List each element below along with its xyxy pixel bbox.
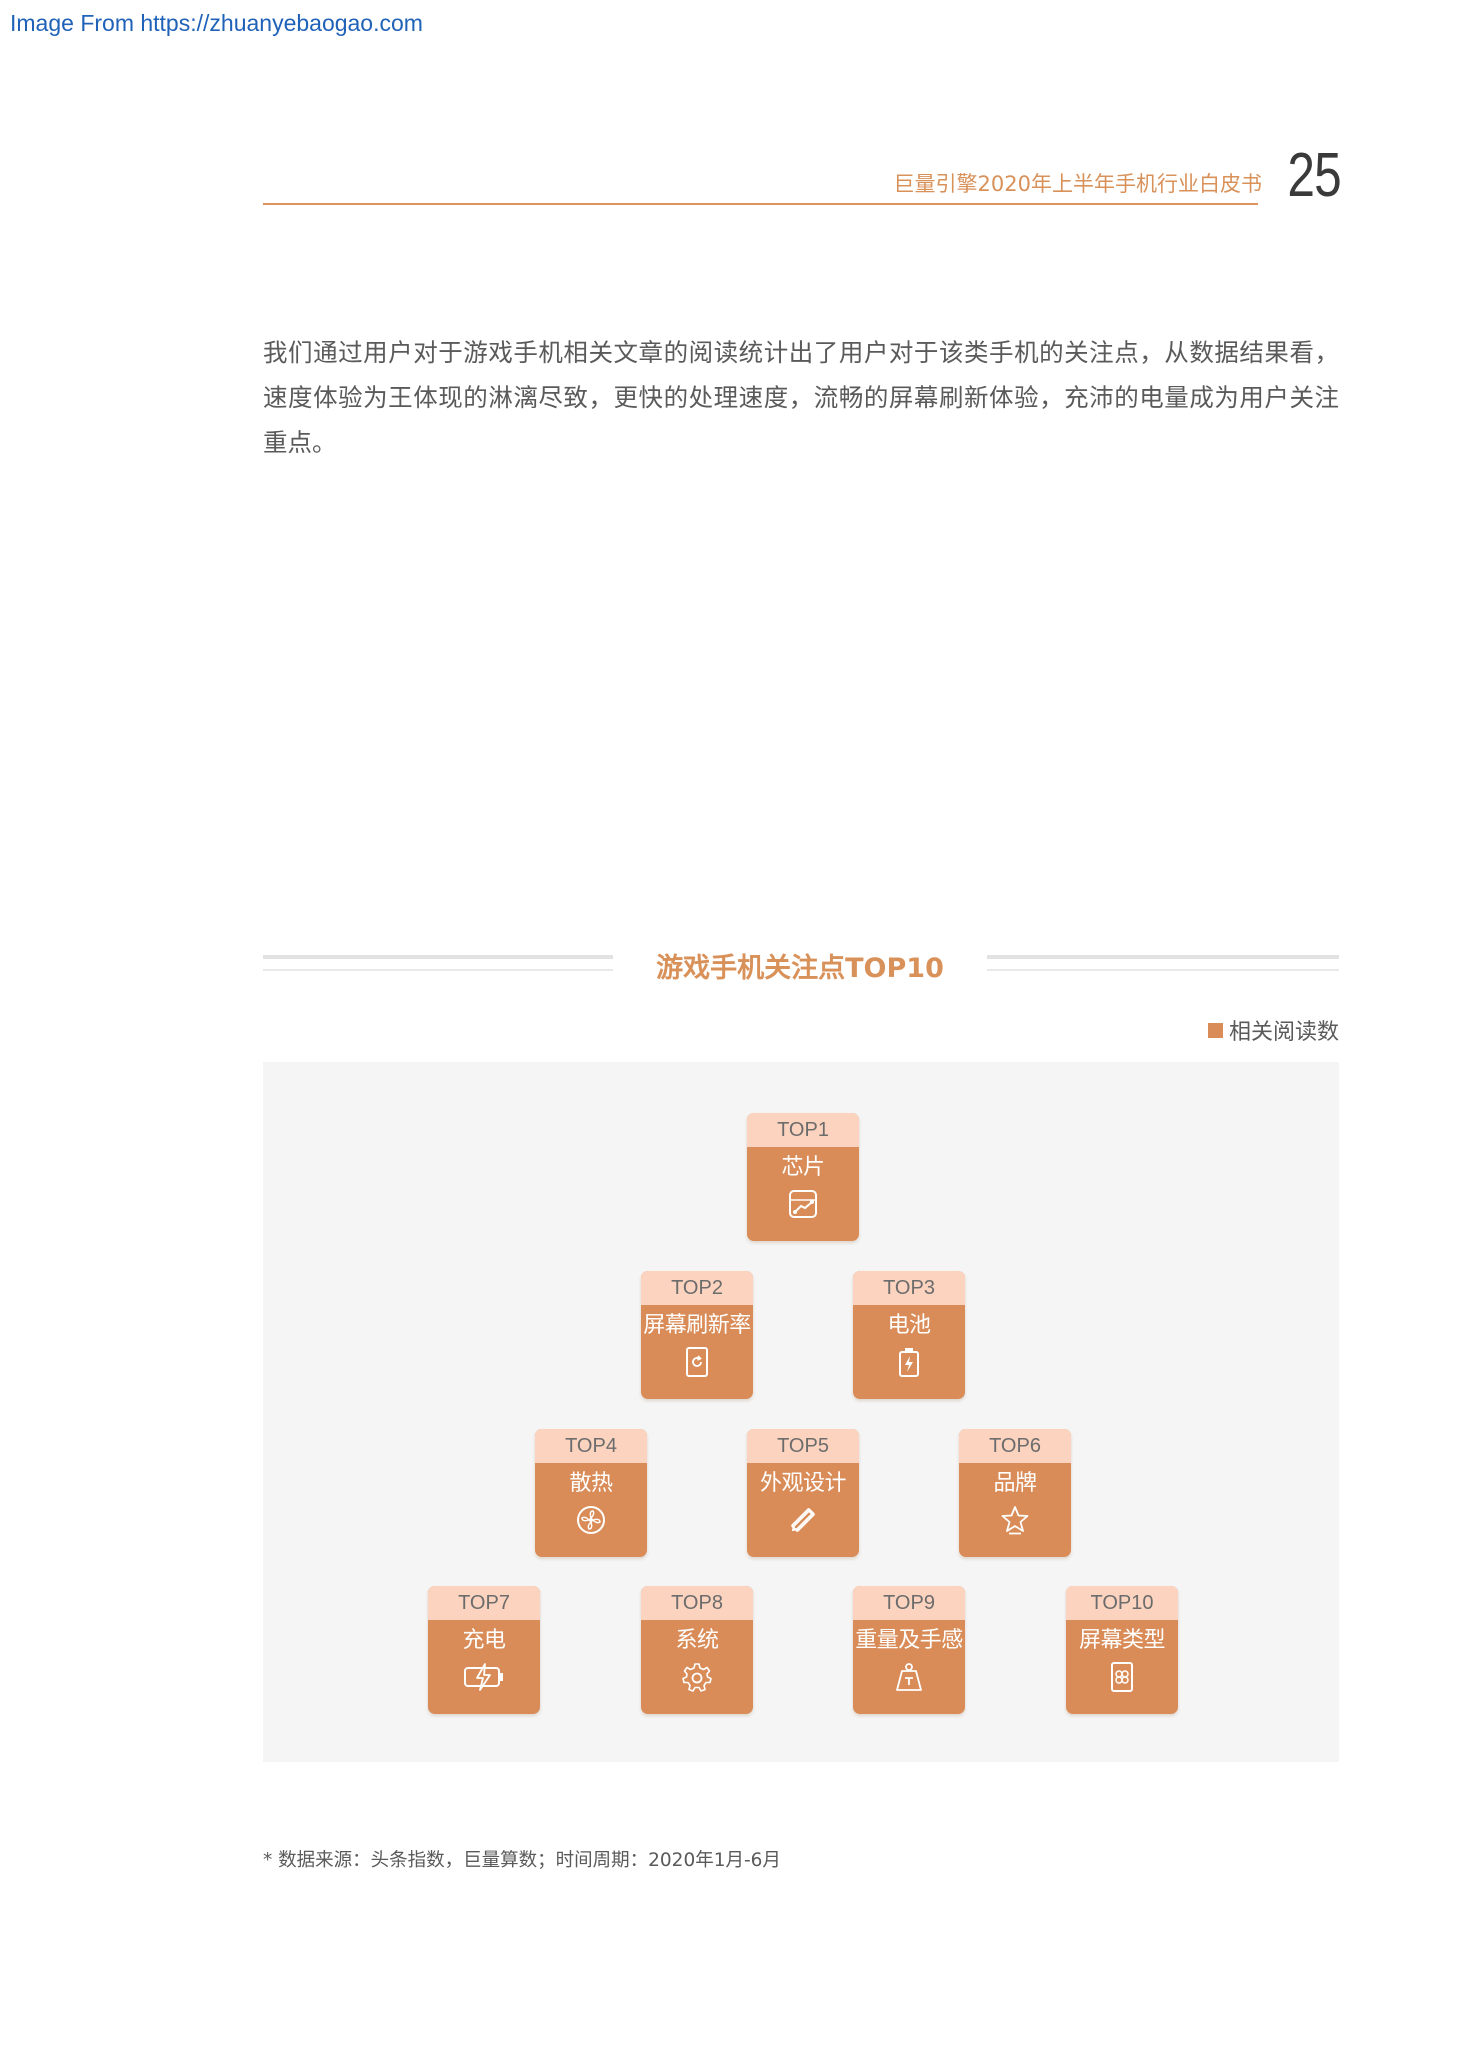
topic-label: 外观设计 bbox=[759, 1471, 847, 1496]
design-tools-icon bbox=[791, 1508, 815, 1532]
title-decor-left bbox=[263, 955, 613, 971]
topic-label: 系统 bbox=[675, 1628, 719, 1653]
rank-label: TOP1 bbox=[747, 1113, 859, 1147]
topic-label: 屏幕类型 bbox=[1078, 1628, 1166, 1653]
gear-icon bbox=[682, 1663, 712, 1692]
rank-card-top7: TOP7 充电 bbox=[428, 1586, 540, 1714]
topic-label: 重量及手感 bbox=[855, 1628, 963, 1653]
topic-label: 屏幕刷新率 bbox=[643, 1313, 751, 1338]
rank-label: TOP8 bbox=[641, 1586, 753, 1620]
report-title: 巨量引擎2020年上半年手机行业白皮书 bbox=[893, 172, 1262, 196]
battery-icon bbox=[899, 1348, 919, 1377]
topic-label: 充电 bbox=[462, 1628, 506, 1653]
header-rule bbox=[263, 203, 1258, 205]
rank-card-top2: TOP2 屏幕刷新率 bbox=[641, 1271, 753, 1399]
data-source-footnote: * 数据来源：头条指数，巨量算数；时间周期：2020年1月-6月 bbox=[263, 1850, 781, 1871]
topic-label: 散热 bbox=[569, 1471, 613, 1496]
rank-card-top3: TOP3 电池 bbox=[853, 1271, 965, 1399]
legend-swatch bbox=[1207, 1022, 1223, 1038]
rank-label: TOP5 bbox=[747, 1429, 859, 1463]
chart-title: 游戏手机关注点TOP10 bbox=[656, 953, 944, 984]
rank-label: TOP6 bbox=[959, 1429, 1071, 1463]
charging-battery-icon bbox=[464, 1663, 503, 1691]
page-number: 25 bbox=[1287, 141, 1341, 210]
legend-label: 相关阅读数 bbox=[1228, 1020, 1339, 1045]
rank-label: TOP9 bbox=[853, 1586, 965, 1620]
chart-legend: 相关阅读数 bbox=[1207, 1014, 1339, 1046]
rank-label: TOP10 bbox=[1066, 1586, 1178, 1620]
chip-icon bbox=[789, 1190, 817, 1218]
star-badge-icon bbox=[1001, 1506, 1029, 1535]
rank-card-top1: TOP1 芯片 bbox=[747, 1113, 859, 1241]
refresh-screen-icon bbox=[686, 1347, 708, 1377]
topic-label: 品牌 bbox=[993, 1471, 1037, 1496]
screen-type-icon bbox=[1111, 1662, 1133, 1692]
rank-card-top9: TOP9 重量及手感 bbox=[853, 1586, 965, 1714]
rank-card-top6: TOP6 品牌 bbox=[959, 1429, 1071, 1557]
rank-card-top10: TOP10 屏幕类型 bbox=[1066, 1586, 1178, 1714]
rank-label: TOP4 bbox=[535, 1429, 647, 1463]
rank-label: TOP3 bbox=[853, 1271, 965, 1305]
rank-card-top4: TOP4 散热 bbox=[535, 1429, 647, 1557]
rank-label: TOP7 bbox=[428, 1586, 540, 1620]
rank-card-top5: TOP5 外观设计 bbox=[747, 1429, 859, 1557]
intro-paragraph: 我们通过用户对于游戏手机相关文章的阅读统计出了用户对于该类手机的关注点，从数据结… bbox=[263, 338, 1339, 457]
topic-label: 电池 bbox=[887, 1313, 931, 1338]
rank-label: TOP2 bbox=[641, 1271, 753, 1305]
weight-icon bbox=[896, 1663, 922, 1691]
rank-card-top8: TOP8 系统 bbox=[641, 1586, 753, 1714]
watermark-link[interactable]: Image From https://zhuanyebaogao.com bbox=[10, 10, 423, 36]
fan-icon bbox=[577, 1506, 605, 1534]
topic-label: 芯片 bbox=[781, 1155, 825, 1180]
title-decor-right bbox=[987, 955, 1339, 971]
